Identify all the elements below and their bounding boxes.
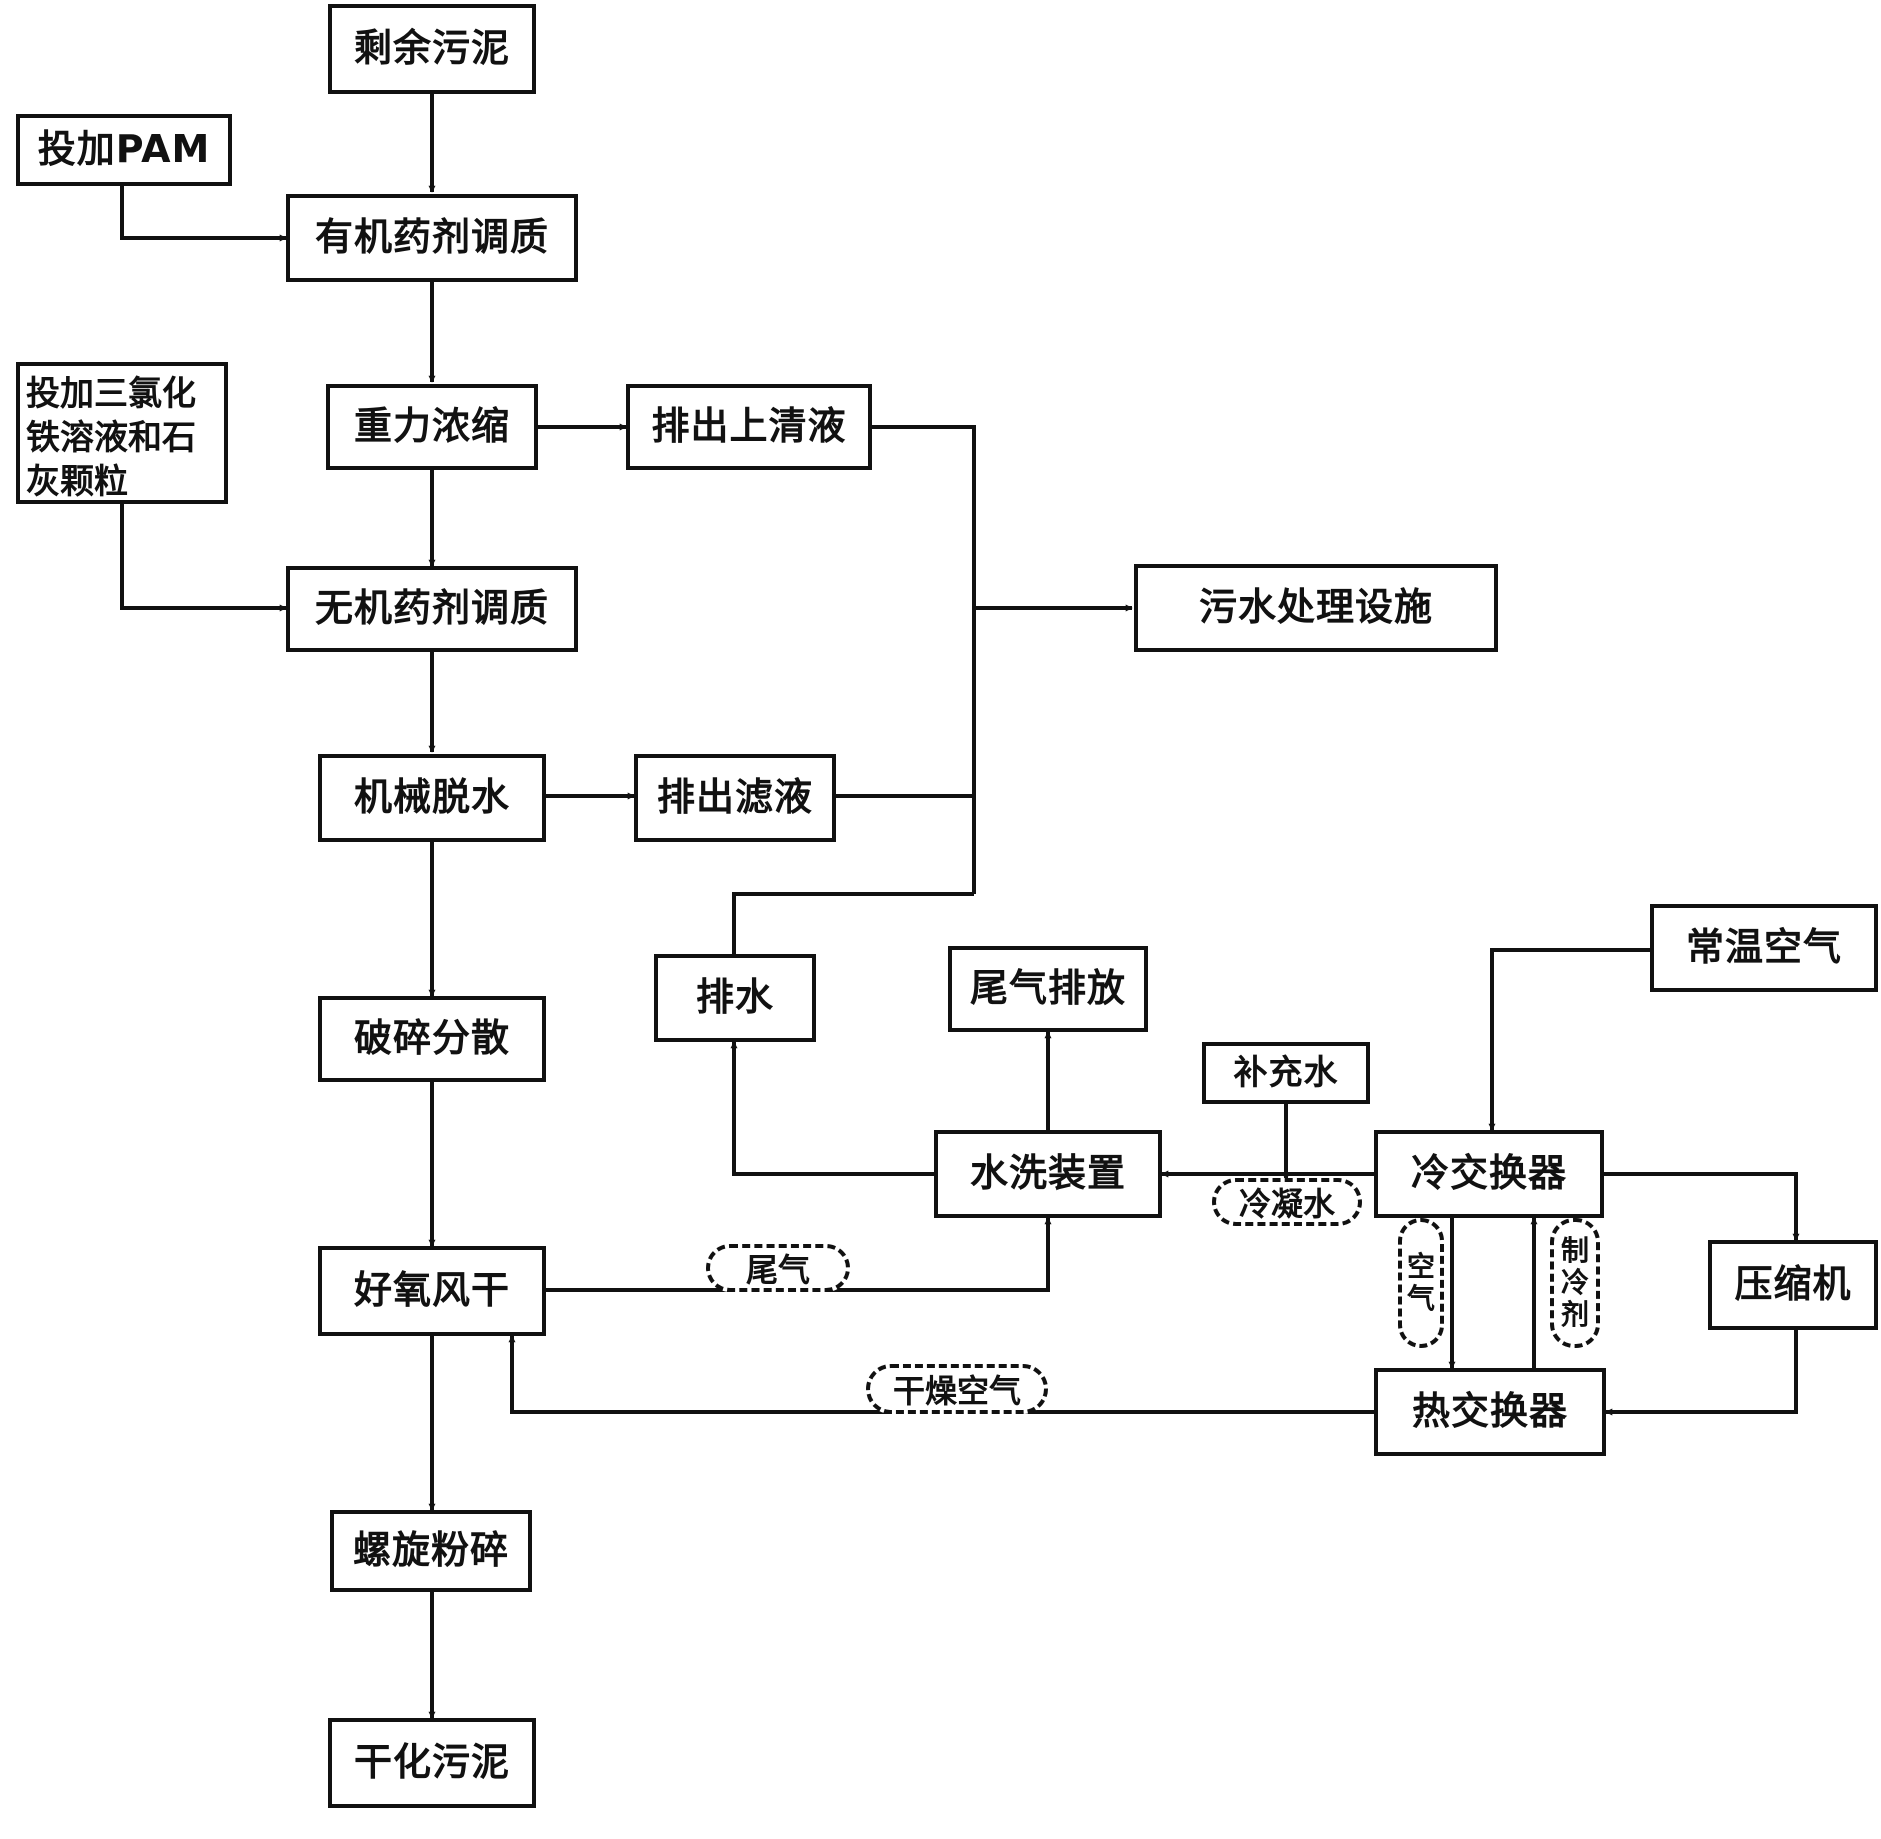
node-water-washer: 水洗装置: [934, 1130, 1162, 1218]
node-mechanical-dewatering: 机械脱水: [318, 754, 546, 842]
node-gravity-thickening: 重力浓缩: [326, 384, 538, 470]
label-refrigerant: 制冷剂: [1550, 1218, 1600, 1348]
node-spiral-grinding: 螺旋粉碎: [330, 1510, 532, 1592]
line-drainage-to-collector: [732, 892, 974, 954]
node-dried-sludge: 干化污泥: [328, 1718, 536, 1808]
node-add-fecl3-lime: 投加三氯化铁溶液和石灰颗粒: [16, 362, 228, 504]
node-aerobic-drying: 好氧风干: [318, 1246, 546, 1336]
node-wastewater-facility: 污水处理设施: [1134, 564, 1498, 652]
arrow-cold-to-compressor: [1604, 1172, 1800, 1241]
arrow-drying-to-washer: [546, 1217, 1052, 1292]
node-inorganic-conditioning: 无机药剂调质: [286, 566, 578, 652]
arrow-fecl3-to-inorganic: [120, 504, 287, 612]
node-room-temp-air: 常温空气: [1650, 904, 1878, 992]
node-crushing-dispersion: 破碎分散: [318, 996, 546, 1082]
arrow-washer-to-drainage: [730, 1041, 934, 1176]
arrow-pam-to-organic: [120, 186, 287, 242]
node-compressor: 压缩机: [1708, 1240, 1878, 1330]
node-add-pam: 投加PAM: [16, 114, 232, 186]
label-condensate: 冷凝水: [1212, 1178, 1362, 1226]
label-exhaust-gas: 尾气: [706, 1244, 850, 1292]
arrow-ambient-to-cold: [1488, 948, 1650, 1131]
node-exhaust-emission: 尾气排放: [948, 946, 1148, 1032]
label-dry-air: 干燥空气: [866, 1364, 1048, 1414]
label-air: 空气: [1398, 1218, 1444, 1348]
node-organic-conditioning: 有机药剂调质: [286, 194, 578, 282]
node-hot-exchanger: 热交换器: [1374, 1368, 1606, 1456]
node-makeup-water: 补充水: [1202, 1042, 1370, 1104]
node-drainage: 排水: [654, 954, 816, 1042]
arrow-hot-to-drying: [508, 1335, 1374, 1414]
node-excess-sludge: 剩余污泥: [328, 4, 536, 94]
line-supernatant-to-collector: [872, 425, 976, 894]
node-discharge-filtrate: 排出滤液: [634, 754, 836, 842]
node-discharge-supernatant: 排出上清液: [626, 384, 872, 470]
node-cold-exchanger: 冷交换器: [1374, 1130, 1604, 1218]
arrow-compressor-to-hot: [1605, 1330, 1798, 1416]
